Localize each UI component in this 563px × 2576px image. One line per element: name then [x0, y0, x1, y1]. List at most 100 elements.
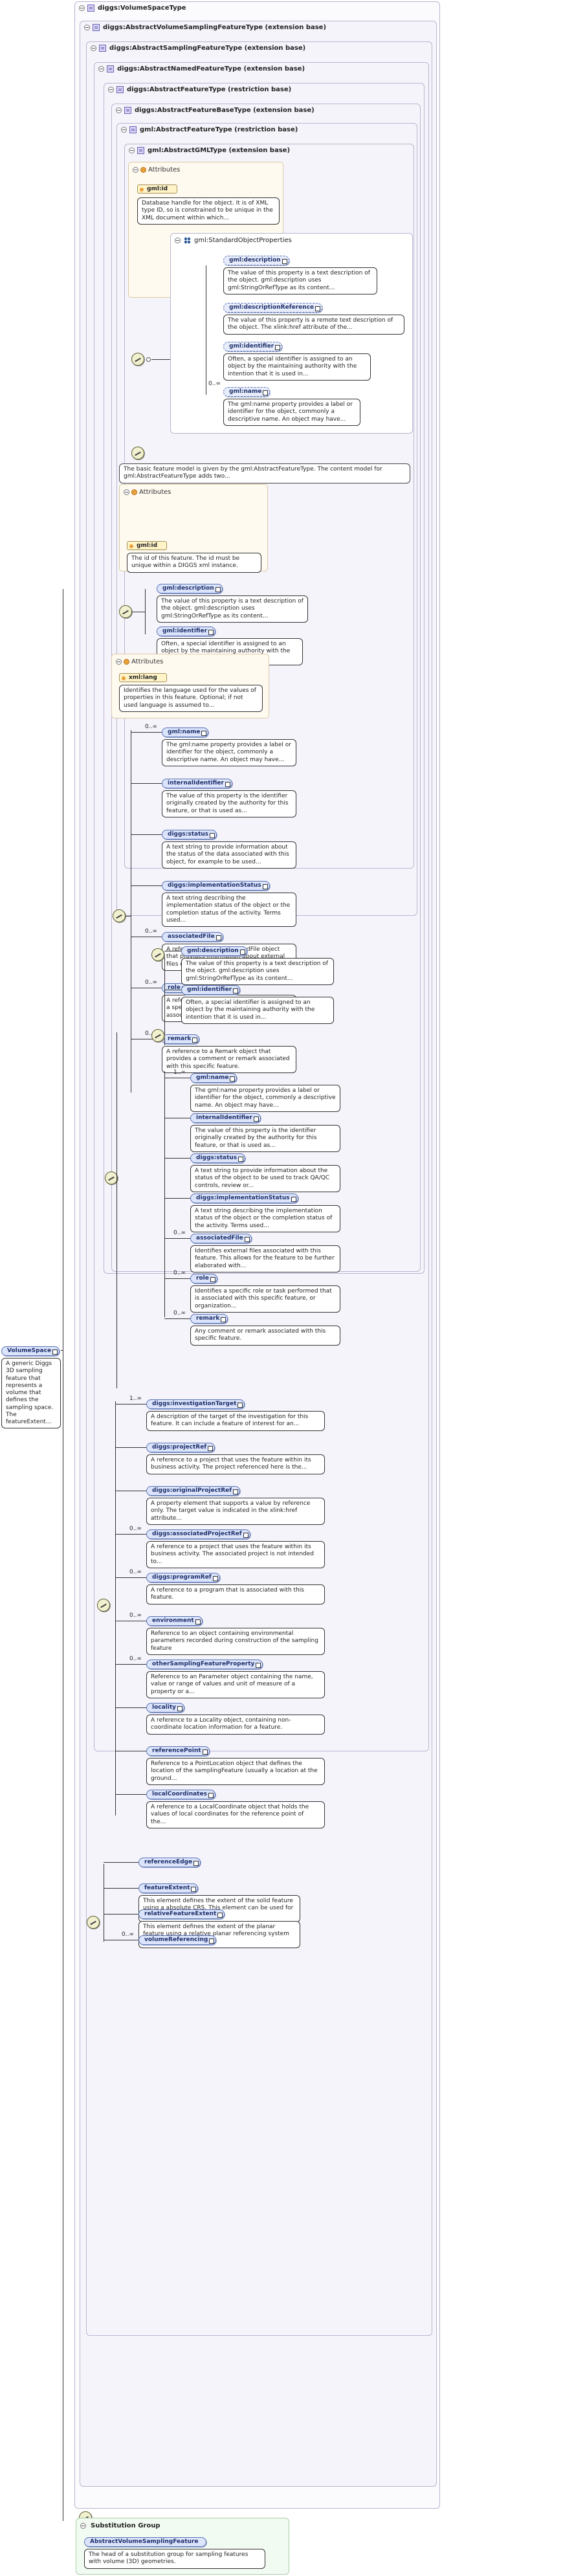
el-internalidentifier-doc: The value of this property is the identi…: [190, 1125, 340, 1152]
el-volumereferencing[interactable]: volumeReferencing: [138, 1935, 217, 1945]
root-doc: A generic Diggs 3D sampling feature that…: [1, 1358, 61, 1429]
el-gml-description-reference-doc: The value of this property is a remote t…: [223, 315, 404, 335]
el-referencepoint[interactable]: referencePoint: [146, 1746, 210, 1756]
collapse-icon[interactable]: [129, 148, 135, 153]
el-gml-description[interactable]: gml:description: [223, 256, 289, 265]
el-gml-name-doc: The gml:name property provides a label o…: [223, 399, 360, 426]
el-diggs-associatedprojectref[interactable]: diggs:associatedProjectRef: [146, 1529, 250, 1539]
collapse-icon[interactable]: [80, 2523, 86, 2529]
el-associatedfile-doc: Identifies external files associated wit…: [190, 1245, 340, 1272]
el-localcoordinates-doc: A reference to a LocalCoordinate object …: [146, 1801, 325, 1828]
el-diggs-implementationstatus[interactable]: diggs:implementationStatus: [162, 881, 270, 891]
el-gml-name[interactable]: gml:name: [162, 727, 209, 737]
panel-header: diggs:AbstractSamplingFeatureType (exten…: [87, 42, 432, 55]
collapse-icon[interactable]: [121, 127, 127, 133]
el-internalidentifier[interactable]: internalIdentifier: [190, 1113, 261, 1123]
el-associatedfile[interactable]: associatedFile: [190, 1234, 252, 1243]
collapse-icon[interactable]: [116, 659, 122, 665]
el-diggs-implementationstatus-doc: A text string describing the implementat…: [162, 893, 296, 927]
el-diggs-projectref[interactable]: diggs:projectRef: [146, 1443, 215, 1452]
element-branch-line: [115, 1404, 146, 1405]
multiplicity-label: 0..∞: [129, 1656, 142, 1662]
collapse-icon[interactable]: [116, 107, 122, 113]
el-locality[interactable]: locality: [146, 1703, 185, 1713]
element-branch-line: [104, 1862, 138, 1863]
root-element[interactable]: VolumeSpace: [1, 1346, 60, 1356]
el-featureextent[interactable]: featureExtent: [138, 1883, 199, 1893]
el-diggs-programref[interactable]: diggs:programRef: [146, 1573, 220, 1582]
el-restr-gml-description[interactable]: gml:description: [157, 584, 223, 594]
el-associatedfile[interactable]: associatedFile: [162, 932, 223, 942]
el-gml-name[interactable]: gml:name: [190, 1073, 237, 1083]
multiplicity-label: 1..∞: [129, 1395, 142, 1402]
multiplicity-label: 0..∞: [129, 1612, 142, 1619]
complex-type-icon: [137, 147, 144, 154]
el-relativefeatureextent[interactable]: relativeFeatureExtent: [138, 1909, 225, 1919]
attr-xml-lang[interactable]: xml:lang: [119, 673, 167, 682]
el-diggs-status[interactable]: diggs:status: [162, 830, 217, 839]
multiplicity-label: 0..∞: [173, 1230, 186, 1236]
el-localcoordinates[interactable]: localCoordinates: [146, 1790, 215, 1799]
collapse-icon[interactable]: [98, 66, 104, 72]
attr-restr-gml-id[interactable]: gml:id: [127, 541, 168, 550]
el-gml-identifier[interactable]: gml:identifier: [181, 985, 241, 995]
collapse-icon[interactable]: [108, 87, 114, 93]
el-locality-doc: A reference to a Locality object, contai…: [146, 1715, 325, 1735]
el-abstract-volume-sampling-feature-doc: The head of a substitution group for sam…: [84, 2549, 265, 2569]
el-role[interactable]: role: [190, 1274, 217, 1283]
el-diggs-investigationtarget-doc: A description of the target of the inves…: [146, 1411, 325, 1431]
attr-xml-lang-doc: Identifies the language used for the val…: [119, 685, 263, 712]
sequence-icon: [131, 353, 144, 366]
el-internalidentifier[interactable]: internalIdentifier: [162, 779, 232, 788]
el-remark[interactable]: remark: [190, 1314, 228, 1324]
el-restr-gml-identifier[interactable]: gml:identifier: [157, 627, 216, 636]
el-gml-identifier[interactable]: gml:identifier: [223, 342, 283, 351]
collapse-icon[interactable]: [124, 489, 129, 495]
group-title: gml:StandardObjectProperties: [194, 237, 292, 244]
panel-title: gml:AbstractFeatureType (restriction bas…: [140, 126, 298, 133]
multiplicity-label: 0..∞: [129, 1569, 142, 1575]
el-diggs-implementationstatus-doc: A text string describing the implementat…: [190, 1205, 340, 1232]
complex-type-icon: [129, 126, 137, 133]
el-environment[interactable]: environment: [146, 1616, 203, 1626]
element-branch-line: [164, 1238, 190, 1239]
collapse-icon[interactable]: [84, 25, 90, 30]
el-gml-description[interactable]: gml:description: [181, 946, 247, 956]
el-internalidentifier-doc: The value of this property is the identi…: [162, 790, 296, 817]
collapse-icon[interactable]: [133, 167, 138, 173]
el-gml-description-reference[interactable]: gml:descriptionReference: [223, 303, 323, 313]
element-branch-line: [131, 885, 162, 886]
element-branch-line: [115, 1707, 146, 1708]
el-diggs-investigationtarget[interactable]: diggs:investigationTarget: [146, 1399, 245, 1409]
attributes-label: Attributes: [148, 166, 181, 173]
el-gml-identifier-doc: Often, a special identifier is assigned …: [181, 997, 334, 1024]
el-gml-description-doc: The value of this property is a text des…: [223, 267, 377, 294]
element-branch-line: [115, 1577, 146, 1578]
element-branch-line: [104, 1914, 138, 1915]
el-diggs-status[interactable]: diggs:status: [190, 1153, 246, 1163]
el-remark[interactable]: remark: [162, 1034, 200, 1044]
panel-title: diggs:AbstractVolumeSamplingFeatureType …: [103, 24, 327, 31]
element-branch-line: [104, 1888, 138, 1889]
attr-gml-id-doc: Database handle for the object. It is of…: [137, 197, 280, 225]
el-diggs-originalprojectref[interactable]: diggs:originalProjectRef: [146, 1486, 241, 1496]
el-referenceedge[interactable]: referenceEdge: [138, 1858, 201, 1867]
panel-header: diggs:AbstractVolumeSamplingFeatureType …: [80, 21, 436, 34]
el-diggs-projectref-doc: A reference to a project that uses the f…: [146, 1454, 325, 1474]
el-othersamplingfeatureproperty[interactable]: otherSamplingFeatureProperty: [146, 1660, 263, 1669]
el-diggs-implementationstatus[interactable]: diggs:implementationStatus: [190, 1194, 298, 1203]
attr-gml-id[interactable]: gml:id: [137, 184, 178, 194]
collapse-icon[interactable]: [79, 5, 85, 11]
el-gml-name[interactable]: gml:name: [223, 387, 270, 397]
collapse-icon[interactable]: [91, 45, 96, 51]
collapse-icon[interactable]: [175, 238, 181, 243]
attributes-label: Attributes: [139, 489, 171, 496]
el-diggs-status-doc: A text string to provide information abo…: [162, 841, 296, 869]
multiplicity-label: 0..∞: [208, 381, 221, 387]
sequence-icon: [131, 447, 144, 460]
sequence-icon: [87, 1916, 100, 1929]
el-abstract-volume-sampling-feature[interactable]: AbstractVolumeSamplingFeature: [84, 2537, 207, 2547]
element-branch-line: [131, 732, 162, 733]
group-vline: [164, 955, 165, 1045]
el-environment-doc: Reference to an object containing enviro…: [146, 1628, 325, 1655]
